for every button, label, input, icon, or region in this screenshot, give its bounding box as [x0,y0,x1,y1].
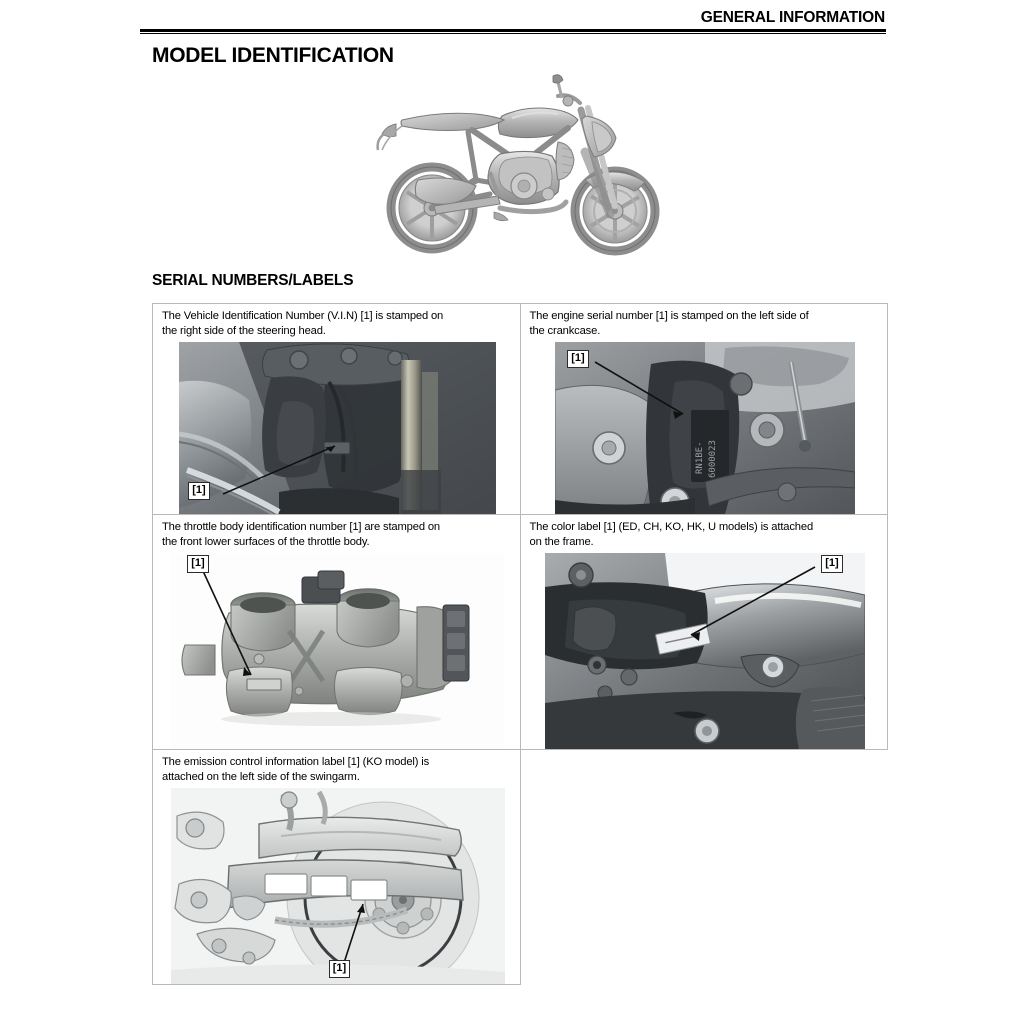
panel-emission-label-caption: The emission control information label [… [162,756,430,783]
panel-engine-serial-caption: The engine serial number [1] is stamped … [529,310,809,337]
throttle-body-leader-line [171,553,504,749]
vin-steering-head-photo: [1] [179,342,497,514]
emission-label-callout-1: [1] [328,960,351,978]
section-heading: SERIAL NUMBERS/LABELS [152,272,354,289]
table-row: The Vehicle Identification Number (V.I.N… [152,303,888,515]
panel-vin-caption: The Vehicle Identification Number (V.I.N… [162,310,444,337]
panel-throttle-body-caption: The throttle body identification number … [162,521,440,548]
table-row: The throttle body identification number … [152,514,888,750]
panel-vin: The Vehicle Identification Number (V.I.N… [152,303,521,515]
panel-engine-serial: The engine serial number [1] is stamped … [519,303,888,515]
panel-color-label: The color label [1] (ED, CH, KO, HK, U m… [519,514,888,750]
table-row: The emission control information label [… [152,749,888,985]
engine-serial-leader-line [555,342,855,514]
serial-numbers-panel-table: The Vehicle Identification Number (V.I.N… [152,303,888,985]
panel-color-label-caption: The color label [1] (ED, CH, KO, HK, U m… [529,521,814,548]
engine-serial-crankcase-photo: RN1BE- 6000023 [555,342,856,514]
throttle-body-callout-1: [1] [187,555,209,573]
svg-text:RN1BE-: RN1BE- [695,441,705,474]
running-title: GENERAL INFORMATION [700,9,885,26]
header-rule [140,29,886,35]
color-label-leader-line [545,553,865,749]
emission-label-leader-line [171,788,505,984]
panel-throttle-body: The throttle body identification number … [152,514,521,750]
emission-label-swingarm-illustration: [1] [170,788,505,984]
color-label-callout-1: [1] [821,555,843,573]
panel-emission-label: The emission control information label [… [152,749,521,985]
page-title: MODEL IDENTIFICATION [152,44,394,67]
motorcycle-illustration [372,68,692,260]
color-label-frame-photo: [1] [545,553,866,749]
panel-empty [520,750,888,985]
vin-callout-1: [1] [188,482,210,500]
engine-serial-callout-1: [1] [567,350,589,368]
vin-leader-line [179,342,496,514]
svg-text:6000023: 6000023 [708,440,718,478]
throttle-body-photo: [1] [171,553,505,749]
handlebar [552,74,582,107]
page-header: GENERAL INFORMATION [140,8,886,35]
